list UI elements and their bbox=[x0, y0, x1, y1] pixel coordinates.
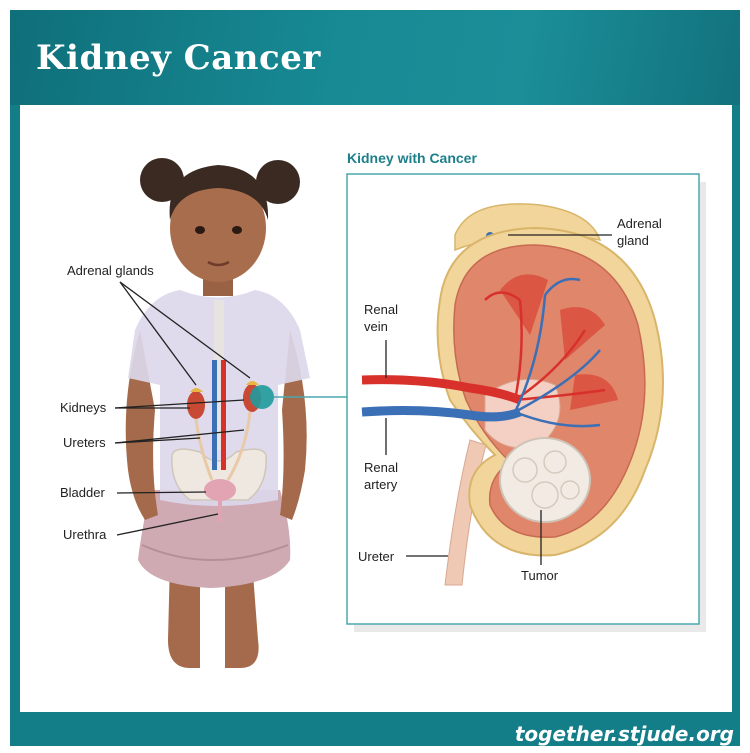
label-renal-vein-2: vein bbox=[364, 319, 388, 334]
label-tumor: Tumor bbox=[521, 568, 559, 583]
footer-url: together.stjude.org bbox=[515, 722, 734, 746]
label-ureters: Ureters bbox=[63, 435, 106, 450]
label-adrenal-gland-2: gland bbox=[617, 233, 649, 248]
label-renal-artery-2: artery bbox=[364, 477, 398, 492]
bladder bbox=[204, 479, 236, 501]
inset-title: Kidney with Cancer bbox=[347, 150, 477, 166]
urethra bbox=[218, 500, 222, 522]
label-adrenal-glands: Adrenal glands bbox=[67, 263, 154, 278]
label-kidneys: Kidneys bbox=[60, 400, 107, 415]
highlighted-kidney-marker bbox=[250, 385, 274, 409]
label-renal-vein-1: Renal bbox=[364, 302, 398, 317]
tumor bbox=[500, 438, 590, 522]
label-urethra: Urethra bbox=[63, 527, 107, 542]
label-adrenal-gland-1: Adrenal bbox=[617, 216, 662, 231]
left-kidney bbox=[187, 391, 205, 419]
label-ureter: Ureter bbox=[358, 549, 395, 564]
label-renal-artery-1: Renal bbox=[364, 460, 398, 475]
label-bladder: Bladder bbox=[60, 485, 105, 500]
child-illustration bbox=[126, 158, 310, 668]
